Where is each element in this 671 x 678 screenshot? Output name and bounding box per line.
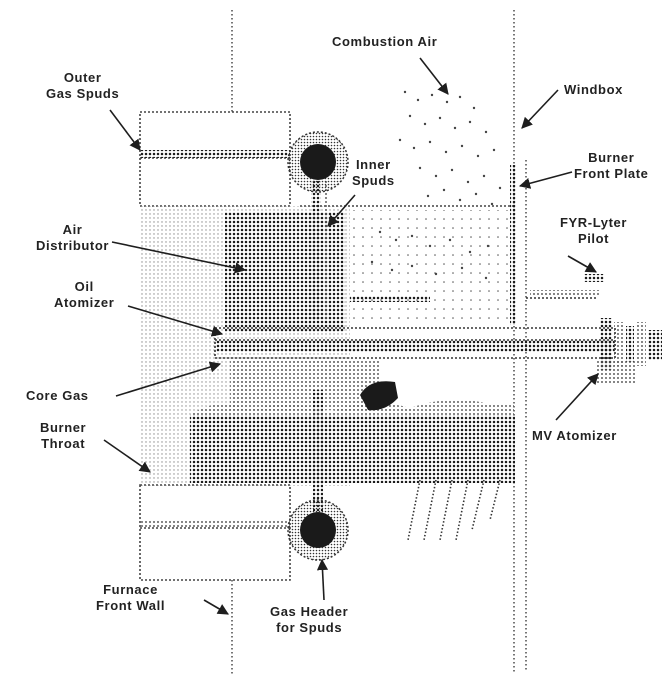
outer-gas-spud-box-top — [139, 111, 291, 207]
mv-atomizer-fittings — [596, 318, 662, 384]
label-core-gas: Core Gas — [26, 388, 89, 403]
label-fyr-lyter-pilot: FYR-Lyter Pilot — [560, 215, 628, 246]
gas-header-ring-top — [287, 131, 349, 193]
core-gas-nozzle — [360, 381, 398, 411]
label-gas-header-for-spuds: Gas Header for Spuds — [270, 604, 349, 635]
fyr-lyter-pilot — [526, 274, 604, 299]
arrow-air-distributor — [111, 241, 247, 274]
windbox-casing — [513, 10, 527, 672]
label-oil-atomizer: Oil Atomizer — [54, 279, 115, 310]
inner-spud-tube — [311, 180, 329, 320]
outer-gas-spud-bottom — [140, 520, 290, 528]
windbox-interior — [350, 210, 514, 320]
arrow-burner-throat — [103, 439, 151, 473]
arrow-gas-header — [316, 558, 329, 601]
label-outer-gas-spuds: Outer Gas Spuds — [46, 70, 120, 101]
arrow-oil-atomizer — [127, 305, 224, 337]
label-burner-throat: Burner Throat — [40, 420, 87, 451]
air-distributor-mid — [230, 360, 380, 410]
arrow-mv-atomizer — [555, 373, 599, 421]
arrow-inner-spuds — [327, 194, 356, 227]
label-windbox: Windbox — [564, 82, 623, 97]
label-mv-atomizer: MV Atomizer — [532, 428, 617, 443]
label-burner-front-plate: Burner Front Plate — [574, 150, 649, 181]
oil-atomizer-core — [215, 340, 615, 352]
arrow-core-gas — [115, 361, 222, 397]
label-furnace-front-wall: Furnace Front Wall — [96, 582, 166, 613]
combustion-air-flow — [370, 90, 502, 280]
arrow-combustion-air — [419, 57, 449, 95]
label-air-distributor: Air Distributor — [36, 222, 110, 253]
burner-front-plate — [510, 165, 516, 325]
arrow-outer-gas-spuds — [109, 109, 141, 151]
arrow-windbox — [521, 89, 559, 129]
arrow-fyr-lyter-pilot — [567, 255, 597, 273]
arrow-furnace-front-wall — [203, 599, 229, 615]
label-combustion-air: Combustion Air — [332, 34, 438, 49]
flame-wave — [190, 399, 514, 416]
outer-gas-spud-box-bottom — [139, 484, 291, 581]
gas-header-ring-bottom — [287, 499, 349, 561]
pointer-arrows — [103, 57, 599, 615]
label-inner-spuds: Inner Spuds — [352, 157, 395, 188]
burner-throat-dark — [190, 415, 515, 483]
spray-streaks — [407, 479, 501, 541]
outer-gas-spud-top — [140, 150, 290, 158]
arrow-burner-front-plate — [518, 171, 573, 189]
ignitor-bar — [350, 296, 430, 302]
